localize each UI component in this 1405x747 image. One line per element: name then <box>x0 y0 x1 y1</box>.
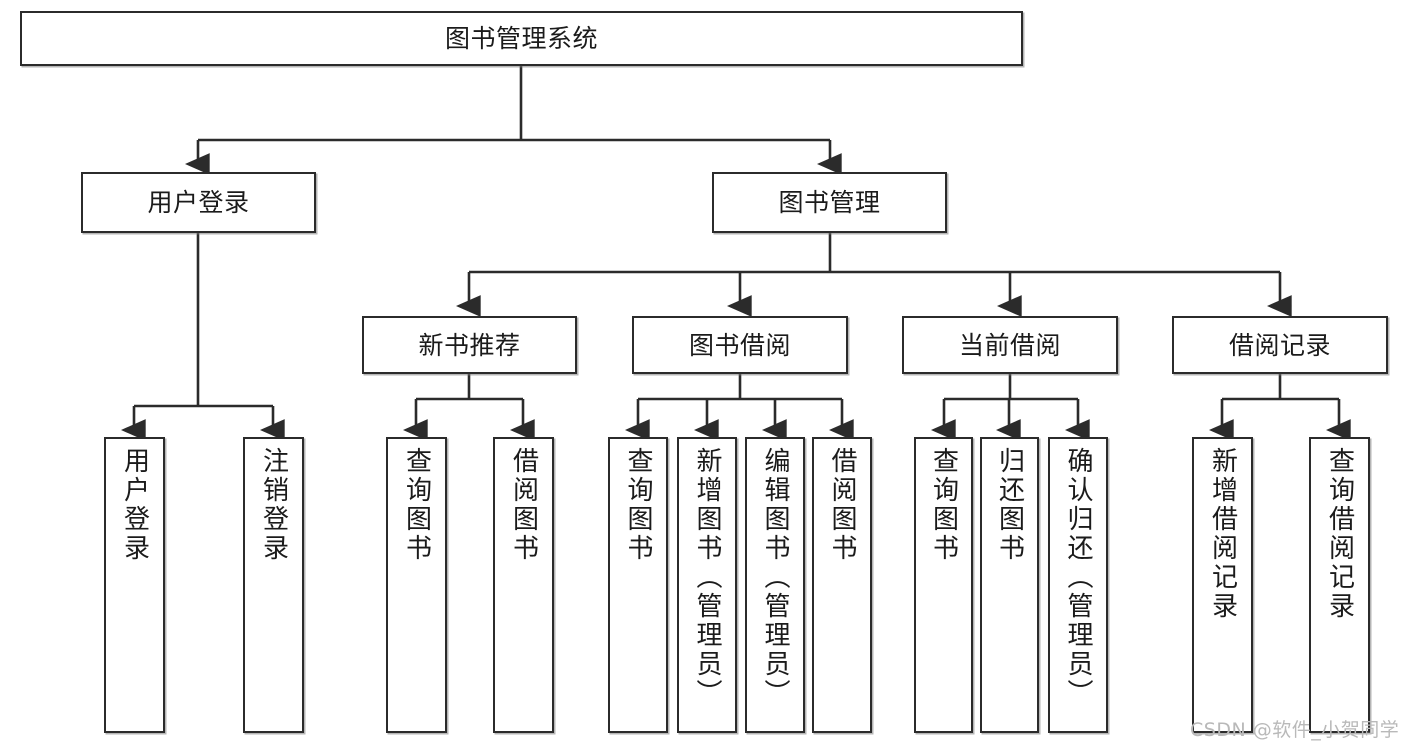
leaf-label: 确认归还（管理员） <box>1063 447 1093 708</box>
node-user-login[interactable]: 用户登录 <box>81 172 316 233</box>
node-book-management-system[interactable]: 图书管理系统 <box>20 11 1023 66</box>
leaf-query-book-new-recommend[interactable]: 查询图书 <box>386 437 447 733</box>
node-borrow-record[interactable]: 借阅记录 <box>1172 316 1388 374</box>
node-label: 图书借阅 <box>688 330 791 360</box>
node-book-management[interactable]: 图书管理 <box>712 172 947 233</box>
leaf-label: 查询图书 <box>928 447 959 563</box>
leaf-label: 注销登录 <box>258 447 289 563</box>
leaf-edit-book[interactable]: 编辑图书（管理员） <box>745 437 805 733</box>
leaf-label: 借阅图书 <box>827 447 857 563</box>
node-label: 图书管理 <box>778 188 881 217</box>
leaf-return-book[interactable]: 归还图书 <box>980 437 1039 733</box>
leaf-add-book[interactable]: 新增图书（管理员） <box>677 437 737 733</box>
node-label: 图书管理系统 <box>444 24 598 53</box>
leaf-query-borrow-record[interactable]: 查询借阅记录 <box>1309 437 1370 733</box>
leaf-label: 编辑图书（管理员） <box>760 447 790 708</box>
leaf-label: 查询借阅记录 <box>1324 447 1355 621</box>
leaf-query-book-borrow[interactable]: 查询图书 <box>608 437 668 733</box>
leaf-label: 查询图书 <box>401 447 432 563</box>
leaf-label: 查询图书 <box>623 447 653 563</box>
node-book-borrow[interactable]: 图书借阅 <box>632 316 848 374</box>
node-current-borrow[interactable]: 当前借阅 <box>902 316 1118 374</box>
leaf-query-book-current[interactable]: 查询图书 <box>914 437 973 733</box>
node-new-book-recommend[interactable]: 新书推荐 <box>362 316 577 374</box>
leaf-user-login[interactable]: 用户登录 <box>104 437 165 733</box>
leaf-label: 新增借阅记录 <box>1207 447 1238 621</box>
node-label: 借阅记录 <box>1228 330 1331 360</box>
leaf-borrow-book-borrow[interactable]: 借阅图书 <box>812 437 872 733</box>
csdn-watermark: CSDN @软件_小贺同学 <box>1190 719 1400 741</box>
leaf-label: 归还图书 <box>994 447 1025 563</box>
leaf-label: 用户登录 <box>119 447 150 563</box>
node-label: 新书推荐 <box>418 330 521 360</box>
leaf-confirm-return[interactable]: 确认归还（管理员） <box>1048 437 1108 733</box>
node-label: 用户登录 <box>147 188 250 217</box>
node-label: 当前借阅 <box>958 330 1061 360</box>
leaf-label: 新增图书（管理员） <box>692 447 722 708</box>
leaf-borrow-book-new-recommend[interactable]: 借阅图书 <box>493 437 554 733</box>
leaf-logout-login[interactable]: 注销登录 <box>243 437 304 733</box>
leaf-label: 借阅图书 <box>508 447 539 563</box>
leaf-add-borrow-record[interactable]: 新增借阅记录 <box>1192 437 1253 733</box>
